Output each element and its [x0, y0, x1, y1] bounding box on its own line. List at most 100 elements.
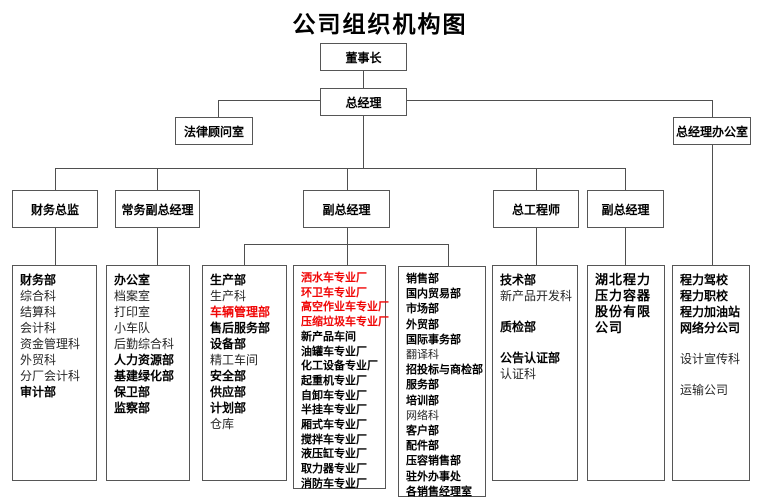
org-item: 设计宣传科: [680, 352, 741, 366]
org-item: 外贸部: [406, 318, 439, 331]
node-chairman-label: 董事长: [345, 50, 382, 65]
org-item: 基建绿化部: [114, 369, 175, 383]
org-item: 各销售经理室: [406, 485, 472, 498]
column-technology: 技术部 新产品开发科 质检部 公告认证部 认证科: [492, 265, 578, 481]
org-item: 消防车专业厂: [301, 477, 367, 490]
org-item: 生产科: [210, 289, 247, 303]
page-title: 公司组织机构图: [292, 12, 468, 37]
node-executive-deputy-gm: 常务副总经理: [115, 190, 200, 228]
org-item: 分厂会计科: [20, 369, 81, 383]
node-chief-engineer-label: 总工程师: [511, 202, 560, 217]
org-item: 液压缸专业厂: [301, 448, 367, 461]
org-item: 油罐车专业厂: [301, 345, 367, 358]
org-item: 资金管理科: [20, 337, 81, 351]
connector-drop-chiefeng: [536, 168, 537, 190]
org-item: 程力职校: [680, 289, 729, 303]
org-item: 档案室: [114, 289, 151, 303]
org-item: 车辆管理部: [210, 305, 271, 319]
connector-chairman-gm: [363, 71, 364, 88]
org-item: 公告认证部: [500, 351, 561, 365]
connector-gm-legal-h: [218, 100, 321, 101]
connector-drop-factories: [347, 244, 348, 265]
org-item: 审计部: [20, 385, 57, 399]
org-item: 起重机专业厂: [301, 374, 367, 387]
node-legal-advisory-office-label: 法律顾问室: [183, 124, 244, 139]
org-item: 湖北程力压力容器股份有限公司: [595, 272, 652, 335]
org-item: 翻译科: [406, 349, 439, 362]
org-item: 网络科: [406, 409, 439, 422]
connector-drop-sales: [448, 244, 449, 266]
connector-drop-depmid: [347, 168, 348, 190]
org-item: 取力器专业厂: [301, 463, 367, 476]
org-item: 认证科: [500, 367, 537, 381]
org-item: 高空作业车专业厂: [301, 301, 389, 314]
connector-chiefeng-col: [536, 228, 537, 265]
column-pressure-vessel-company: 湖北程力压力容器股份有限公司: [587, 265, 665, 481]
node-legal-advisory-office: 法律顾问室: [175, 117, 253, 145]
node-cfo-label: 财务总监: [30, 202, 79, 217]
connector-gmoffice-drop: [712, 100, 713, 117]
node-general-manager-label: 总经理: [345, 95, 382, 110]
column-subsidiaries: 程力驾校 程力职校 程力加油站 网络分公司 设计宣传科 运输公司: [672, 265, 750, 481]
connector-cfo-col: [55, 228, 56, 265]
connector-drop-exec: [157, 168, 158, 190]
column-office: 办公室 档案室 打印室 小车队 后勤综合科 人力资源部 基建绿化部 保卫部 监察…: [106, 265, 190, 481]
org-item: 网络分公司: [680, 321, 741, 335]
org-item: 会计科: [20, 321, 57, 335]
org-item: 保卫部: [114, 385, 151, 399]
connector-gm-down: [363, 116, 364, 168]
connector-depmid-stub: [347, 228, 348, 244]
org-item: 国际事务部: [406, 333, 461, 346]
org-item: 外贸科: [20, 353, 57, 367]
node-general-manager: 总经理: [320, 88, 407, 116]
connector-exec-col: [157, 228, 158, 265]
org-item: 半挂车专业厂: [301, 404, 367, 417]
connector-drop-depright: [625, 168, 626, 190]
org-item: 市场部: [406, 303, 439, 316]
connector-drop-cfo: [55, 168, 56, 190]
column-special-factories: 洒水车专业厂 环卫车专业厂 高空作业车专业厂 压缩垃圾车专业厂 新产品车间 油罐…: [293, 265, 389, 490]
org-item: 生产部: [210, 273, 247, 287]
org-item: 计划部: [210, 401, 247, 415]
org-item: 精工车间: [210, 353, 259, 367]
org-item: 办公室: [114, 273, 151, 287]
org-item: 售后服务部: [210, 321, 271, 335]
org-item: 配件部: [406, 440, 439, 453]
node-deputy-gm-right-label: 副总经理: [601, 202, 650, 217]
connector-gmoffice-col: [712, 145, 713, 265]
connector-legal-drop: [218, 100, 219, 117]
org-item: 压容销售部: [406, 455, 461, 468]
column-production: 生产部 生产科 车辆管理部 售后服务部 设备部 精工车间 安全部 供应部 计划部…: [202, 265, 287, 481]
org-item: 技术部: [500, 273, 537, 287]
org-item: 监察部: [114, 401, 151, 415]
connector-depmid-span-h: [244, 244, 449, 245]
org-item: 国内贸易部: [406, 288, 461, 301]
node-deputy-gm-right: 副总经理: [587, 190, 664, 228]
org-item: 运输公司: [680, 383, 729, 397]
org-item: 销售部: [406, 273, 439, 285]
node-gm-office-label: 总经理办公室: [675, 124, 748, 139]
node-cfo: 财务总监: [12, 190, 98, 228]
node-deputy-gm-mid: 副总经理: [303, 190, 390, 228]
org-item: 安全部: [210, 369, 247, 383]
org-item: 搅拌车专业厂: [301, 433, 367, 446]
org-item: 厢式车专业厂: [301, 419, 367, 432]
org-item: 综合科: [20, 289, 57, 303]
node-gm-office: 总经理办公室: [673, 117, 751, 145]
org-item: 驻外办事处: [406, 470, 461, 483]
org-item: 环卫车专业厂: [301, 286, 367, 299]
org-item: 自卸车专业厂: [301, 389, 367, 402]
column-sales: 销售部 国内贸易部 市场部 外贸部 国际事务部 翻译科 招投标与商检部 服务部 …: [398, 266, 486, 498]
org-item: 客户部: [406, 425, 439, 438]
node-chairman: 董事长: [320, 43, 407, 71]
org-item: 供应部: [210, 385, 247, 399]
org-item: 仓库: [210, 417, 235, 431]
node-chief-engineer: 总工程师: [493, 190, 579, 228]
node-deputy-gm-mid-label: 副总经理: [322, 202, 371, 217]
org-item: 程力加油站: [680, 305, 741, 319]
org-item: 小车队: [114, 321, 151, 335]
org-item: 新产品车间: [301, 330, 356, 343]
org-item: 程力驾校: [680, 273, 729, 287]
org-item: 服务部: [406, 379, 439, 392]
